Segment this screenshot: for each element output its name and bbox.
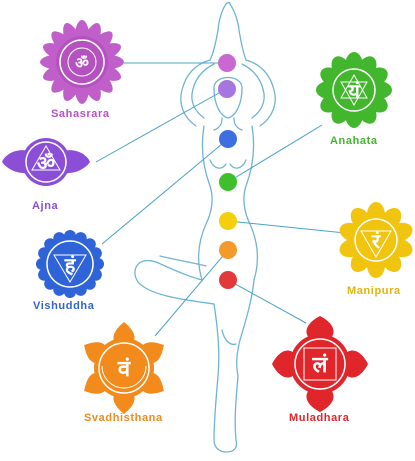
connector-vishuddha <box>101 138 229 245</box>
anahata-glyph: यं <box>347 79 361 103</box>
connector-lines <box>95 62 346 337</box>
ajna-glyph: ॐ <box>37 151 55 175</box>
anahata-symbol: यं <box>316 52 392 128</box>
label-anahata: Anahata <box>330 135 378 147</box>
sahasrara-glyph: ॐ <box>75 54 89 72</box>
dot-manipura <box>219 212 237 230</box>
svadhisthana-symbol: वं <box>84 322 164 414</box>
dot-ajna <box>218 80 236 98</box>
label-manipura: Manipura <box>347 285 401 297</box>
manipura-glyph: रं <box>371 229 381 253</box>
label-muladhara: Muladhara <box>289 412 350 424</box>
dot-vishuddha <box>219 130 237 148</box>
body-dots <box>218 54 237 289</box>
muladhara-symbol: लं <box>272 316 368 412</box>
label-vishuddha: Vishuddha <box>33 300 95 312</box>
dot-anahata <box>219 173 237 191</box>
connector-anahata <box>227 124 323 183</box>
connector-manipura <box>227 220 346 234</box>
connector-ajna <box>95 88 227 163</box>
connector-muladhara <box>227 279 307 324</box>
sahasrara-symbol: ॐ <box>40 20 124 104</box>
dot-sahasrara <box>218 54 236 72</box>
vishuddha-glyph: हं <box>64 253 77 277</box>
dot-muladhara <box>219 271 237 289</box>
label-svadhisthana: Svadhisthana <box>84 412 163 424</box>
connector-svadhisthana <box>154 249 229 337</box>
ajna-symbol: ॐ <box>2 138 90 186</box>
muladhara-glyph: लं <box>312 353 329 378</box>
manipura-symbol: रं <box>339 202 413 278</box>
label-ajna: Ajna <box>32 200 59 212</box>
svadhisthana-glyph: वं <box>117 357 131 382</box>
vishuddha-symbol: हं <box>36 230 104 298</box>
label-sahasrara: Sahasrara <box>51 108 110 120</box>
dot-svadhisthana <box>219 241 237 259</box>
